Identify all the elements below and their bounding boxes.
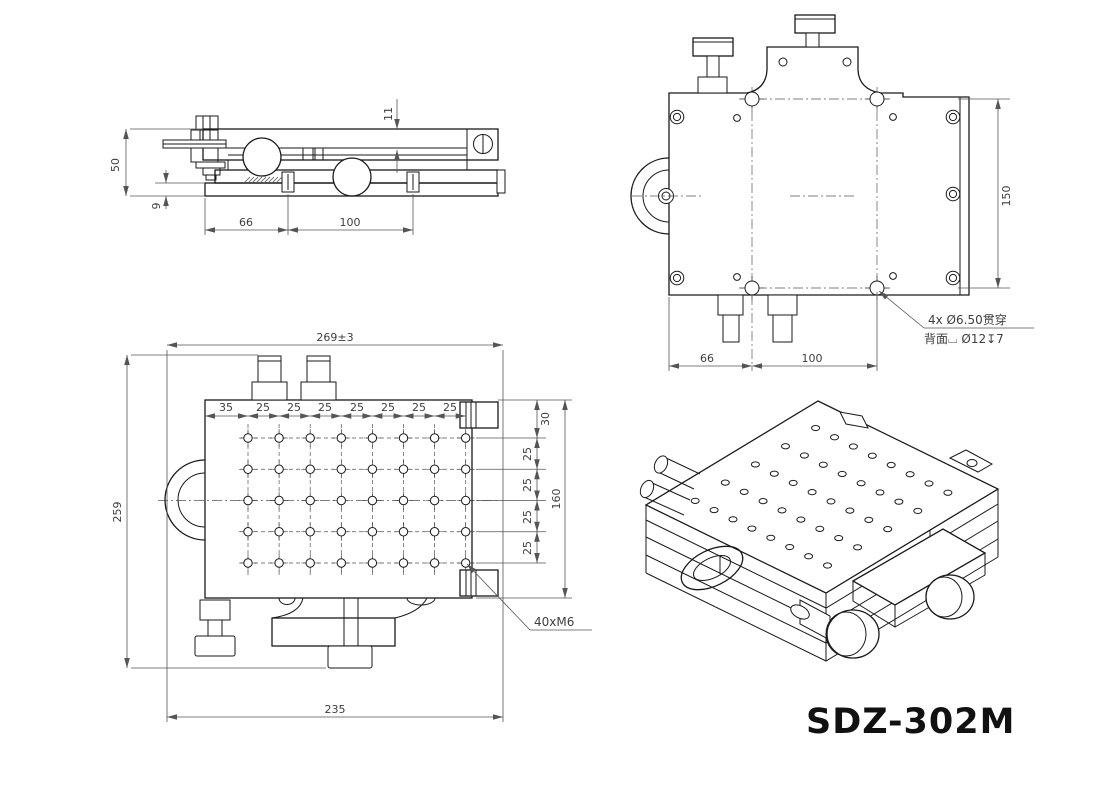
pull-handle — [164, 459, 206, 541]
model-number: SDZ-302M — [806, 702, 1016, 742]
dim-label-knob1-offset: 66 — [239, 216, 253, 229]
dim-label-row-pitch: 25 — [521, 447, 534, 461]
knob-cap — [692, 37, 734, 57]
dim-label-col-pitch: 25 — [381, 401, 395, 414]
iso-handle — [680, 545, 744, 591]
isometric-view — [639, 400, 1000, 662]
iso-knobs — [790, 528, 987, 659]
top-view: 35 25 25 25 25 25 25 25 30 25 25 25 25 1… — [111, 331, 592, 722]
dim-label-row-first: 30 — [539, 412, 552, 426]
thread-hole-grid — [239, 429, 475, 572]
dim-label-knob2-offset: 100 — [340, 216, 361, 229]
pitch-dimensions — [205, 400, 546, 564]
dim-label-row-pitch: 25 — [521, 478, 534, 492]
dim-label-overall-width: 269±3 — [316, 331, 353, 344]
dim-label-plate-width: 235 — [325, 703, 346, 716]
bottom-knobs — [194, 597, 428, 669]
knob-circle-2 — [332, 157, 372, 197]
top-view-outline — [158, 355, 500, 669]
callout-mounting-holes-line2: 背面⌴ Ø12↧7 — [924, 332, 1004, 346]
dim-label-overall-depth: 259 — [111, 502, 124, 523]
dim-label-offset-left: 66 — [700, 352, 714, 365]
iso-hole-grid — [690, 424, 953, 569]
dim-label-col-pitch: 25 — [412, 401, 426, 414]
dim-label-col-pitch: 25 — [287, 401, 301, 414]
dim-label-height: 50 — [109, 158, 122, 172]
callout-mounting-holes-line1: 4x Ø6.50贯穿 — [928, 312, 1007, 327]
hole-centerlines — [158, 424, 500, 578]
side-view-outline — [162, 115, 506, 197]
dim-label-base-height: 9 — [150, 203, 163, 210]
callout-thread-holes: 40xM6 — [534, 615, 574, 629]
dim-label-col-first: 35 — [219, 401, 233, 414]
knob-cap — [794, 14, 836, 34]
dim-label-top-step: 11 — [382, 107, 395, 121]
bottom-view-dimensions: 66 100 150 4x Ø6.50贯穿 背面⌴ Ø12↧7 — [668, 98, 1034, 371]
dim-label-row-pitch: 25 — [521, 541, 534, 555]
dim-label-row-pitch: 25 — [521, 510, 534, 524]
dim-label-col-pitch: 25 — [443, 401, 457, 414]
dim-label-spacing-depth: 150 — [1000, 186, 1013, 207]
iso-studs — [639, 455, 701, 516]
dim-label-spacing-width: 100 — [802, 352, 823, 365]
dim-label-col-pitch: 25 — [256, 401, 270, 414]
knob-circle-1 — [242, 137, 282, 177]
dim-label-col-pitch: 25 — [350, 401, 364, 414]
side-view: 50 9 11 66 100 — [109, 99, 506, 235]
side-bracket — [162, 115, 227, 181]
dim-label-col-pitch: 25 — [318, 401, 332, 414]
bottom-view-outline — [630, 14, 970, 343]
bottom-view: 66 100 150 4x Ø6.50贯穿 背面⌴ Ø12↧7 — [630, 14, 1034, 371]
top-view-dimensions: 35 25 25 25 25 25 25 25 30 25 25 25 25 1… — [111, 331, 592, 722]
leadscrew-hatch — [243, 176, 283, 184]
side-view-dimensions: 50 9 11 66 100 — [109, 99, 414, 235]
corner-screws — [669, 87, 961, 300]
dim-label-grid-depth: 160 — [550, 489, 563, 510]
iso-top-plate — [644, 400, 1000, 594]
